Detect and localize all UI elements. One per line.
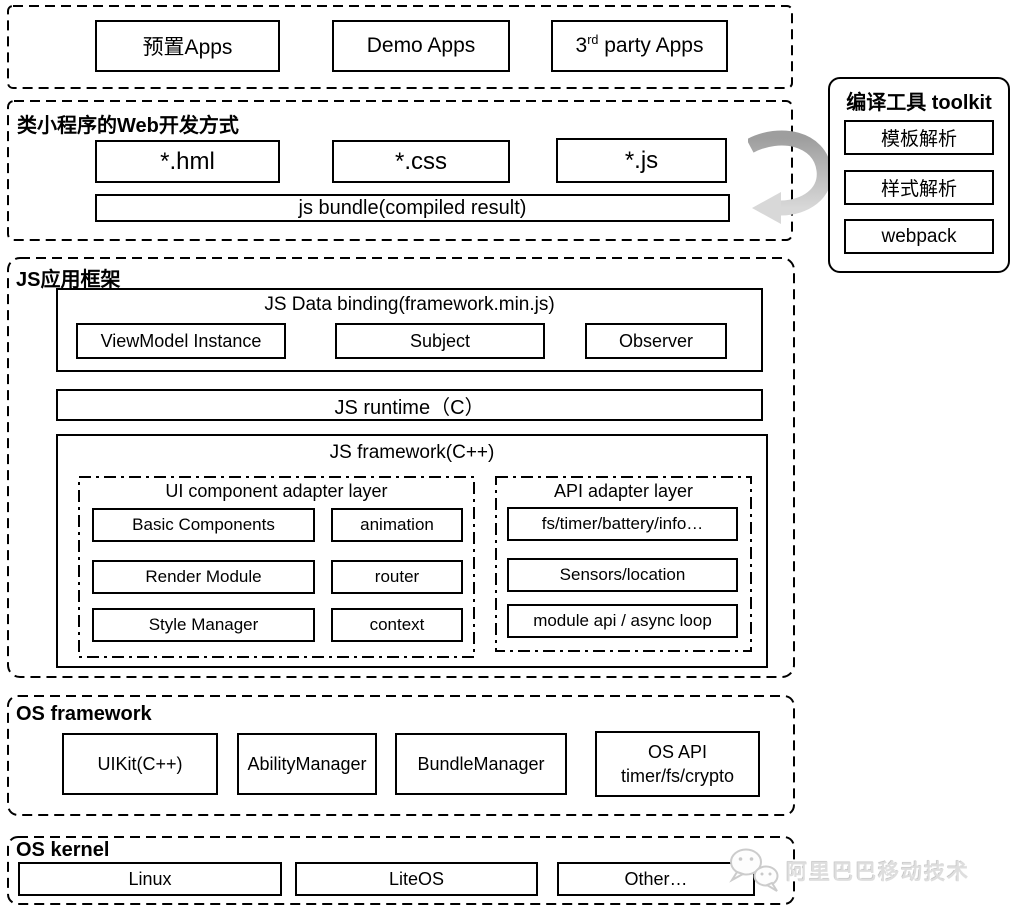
style-manager-box: Style Manager: [92, 608, 315, 642]
fs-timer-battery-label: fs/timer/battery/info…: [541, 514, 704, 533]
viewmodel-instance-label: ViewModel Instance: [100, 330, 262, 351]
uikit-label: UIKit(C++): [97, 753, 183, 774]
observer-box: Observer: [585, 323, 727, 359]
router-label: router: [374, 567, 420, 586]
bundle-manager-box: BundleManager: [395, 733, 567, 795]
hml-file-box: *.hml: [95, 140, 280, 183]
style-parse-label: 样式解析: [880, 179, 957, 200]
other-kernel-label: Other…: [624, 868, 688, 889]
ability-manager-box: AbilityManager: [237, 733, 377, 795]
toolkit-panel: 编译工具 toolkit 模板解析 样式解析 webpack: [828, 77, 1010, 273]
js-file-box: *.js: [556, 138, 727, 183]
liteos-label: LiteOS: [388, 868, 445, 889]
sensors-location-box: Sensors/location: [507, 558, 738, 592]
third-party-apps-label: 3rd party Apps: [575, 33, 704, 57]
js-bundle-label: js bundle(compiled result): [298, 196, 527, 219]
data-binding-box: JS Data binding(framework.min.js) ViewMo…: [56, 288, 763, 372]
module-api-box: module api / async loop: [507, 604, 738, 638]
ui-adapter-title: UI component adapter layer: [165, 481, 388, 501]
observer-label: Observer: [618, 330, 694, 351]
ability-manager-label: AbilityManager: [247, 753, 367, 774]
preset-apps-box: 预置Apps: [95, 20, 280, 72]
js-runtime-box: JS runtime（C）: [56, 389, 763, 421]
os-framework-title: OS framework: [16, 703, 152, 725]
demo-apps-box: Demo Apps: [332, 20, 510, 72]
section-webdev: 类小程序的Web开发方式 *.hml *.css *.js js bundle(…: [7, 100, 793, 241]
os-kernel-title: OS kernel: [16, 839, 110, 861]
animation-box: animation: [331, 508, 463, 542]
linux-label: Linux: [128, 868, 172, 889]
basic-components-label: Basic Components: [132, 515, 275, 534]
context-box: context: [331, 608, 463, 642]
section-js-framework: JS应用框架 JS Data binding(framework.min.js)…: [7, 257, 795, 678]
viewmodel-instance-box: ViewModel Instance: [76, 323, 286, 359]
webpack-box: webpack: [844, 219, 994, 254]
js-bundle-box: js bundle(compiled result): [95, 194, 730, 222]
js-label: *.js: [624, 146, 659, 174]
fs-timer-battery-box: fs/timer/battery/info…: [507, 507, 738, 541]
hml-label: *.hml: [160, 147, 215, 175]
toolkit-title: 编译工具 toolkit: [846, 92, 992, 114]
subject-box: Subject: [335, 323, 545, 359]
render-module-label: Render Module: [145, 567, 262, 586]
section-apps: 预置Apps Demo Apps 3rd party Apps: [7, 5, 793, 89]
template-parse-box: 模板解析: [844, 120, 994, 155]
data-binding-title: JS Data binding(framework.min.js): [264, 294, 555, 315]
wechat-icon: [729, 848, 779, 892]
section-os-framework: OS framework UIKit(C++) AbilityManager B…: [7, 695, 795, 816]
liteos-box: LiteOS: [295, 862, 538, 896]
js-runtime-label: JS runtime（C）: [334, 396, 485, 419]
bundle-manager-label: BundleManager: [417, 753, 545, 774]
third-party-apps-box: 3rd party Apps: [551, 20, 728, 72]
css-file-box: *.css: [332, 140, 510, 183]
preset-apps-label: 预置Apps: [142, 36, 233, 59]
style-manager-label: Style Manager: [148, 615, 259, 634]
webpack-label: webpack: [881, 225, 957, 247]
module-api-label: module api / async loop: [533, 611, 712, 630]
api-adapter-title: API adapter layer: [553, 481, 694, 501]
basic-components-box: Basic Components: [92, 508, 315, 542]
js-framework-cpp-title: JS framework(C++): [329, 442, 495, 463]
css-label: *.css: [394, 147, 447, 175]
js-framework-cpp-box: JS framework(C++) UI component adapter l…: [56, 434, 768, 668]
render-module-box: Render Module: [92, 560, 315, 594]
linux-box: Linux: [18, 862, 282, 896]
js-framework-section-title: JS应用框架: [16, 269, 121, 291]
subject-label: Subject: [409, 330, 471, 351]
style-parse-box: 样式解析: [844, 170, 994, 205]
webdev-title: 类小程序的Web开发方式: [17, 115, 239, 137]
template-parse-label: 模板解析: [880, 129, 957, 150]
api-adapter-layer: API adapter layer fs/timer/battery/info……: [495, 476, 752, 652]
uikit-box: UIKit(C++): [62, 733, 218, 795]
ui-adapter-layer: UI component adapter layer Basic Compone…: [78, 476, 475, 658]
sensors-location-label: Sensors/location: [559, 565, 686, 584]
curved-arrow-icon: [748, 130, 832, 224]
router-box: router: [331, 560, 463, 594]
watermark-text: 阿里巴巴移动技术: [786, 861, 970, 884]
section-os-kernel: OS kernel Linux LiteOS Other…: [7, 836, 795, 905]
demo-apps-label: Demo Apps: [366, 34, 476, 57]
context-label: context: [369, 615, 425, 634]
animation-label: animation: [360, 515, 434, 534]
